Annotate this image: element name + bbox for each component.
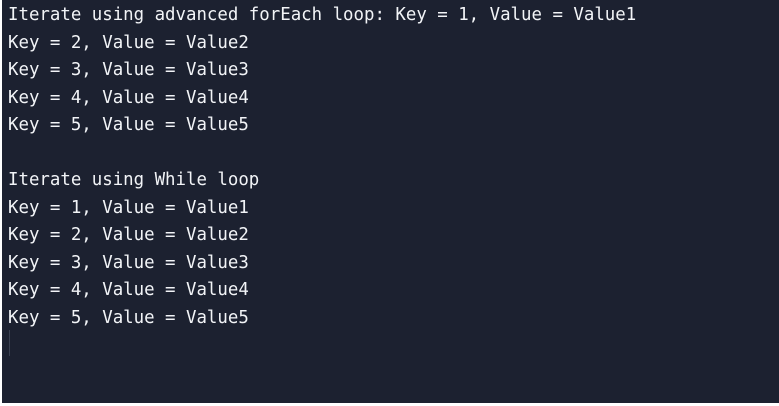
text-cursor	[9, 330, 10, 356]
console-line	[8, 140, 779, 168]
console-line: Key = 1, Value = Value1	[8, 197, 249, 218]
console-line: Iterate using While loop	[8, 170, 260, 190]
console-line: Iterate using advanced forEach loop: Key…	[8, 5, 637, 25]
console-line: Key = 5, Value = Value5	[8, 115, 249, 135]
console-line: Key = 5, Value = Value5	[8, 307, 249, 328]
console-line: Key = 3, Value = Value3	[8, 252, 249, 273]
console-line: Key = 2, Value = Value2	[8, 225, 249, 245]
console-line: Key = 3, Value = Value3	[8, 60, 249, 80]
console-line: Key = 2, Value = Value2	[8, 32, 249, 53]
console-line: Key = 4, Value = Value4	[8, 280, 249, 300]
console-line: Key = 4, Value = Value4	[8, 87, 249, 108]
